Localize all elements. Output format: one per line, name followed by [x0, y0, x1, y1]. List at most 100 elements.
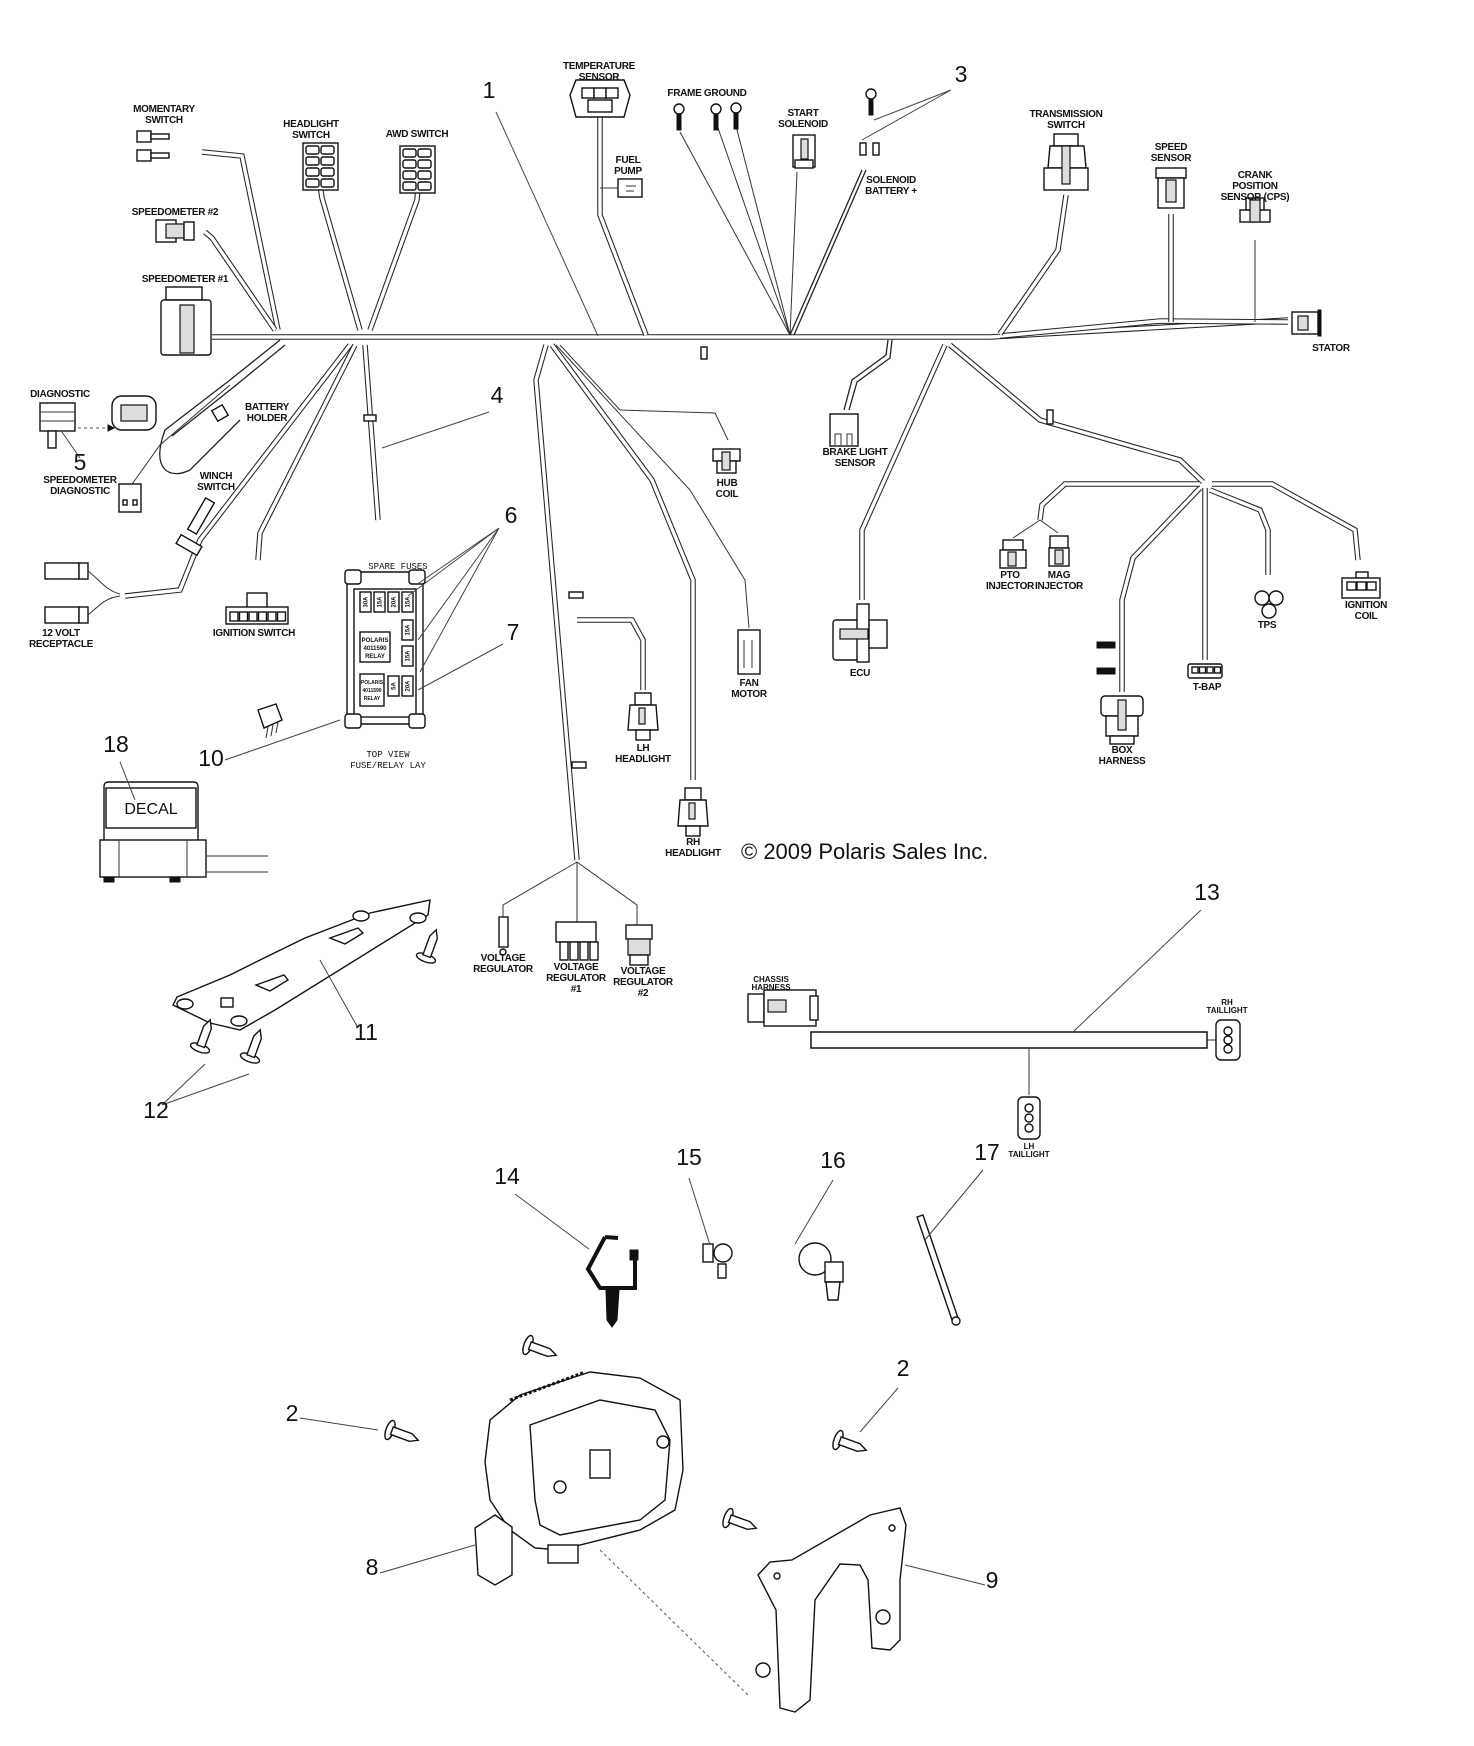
mag-injector-connector[interactable] [1048, 535, 1070, 567]
label-ignition-coil-line-1: IGNITION [1345, 600, 1387, 611]
chassis-harness-item-13[interactable] [747, 989, 1241, 1140]
voltage-regulator-connector[interactable] [498, 916, 509, 956]
push-rivet[interactable] [415, 926, 445, 965]
label-chassis-harness-line-1: CHASSIS [753, 975, 789, 984]
harness-clip-item-16[interactable] [798, 1242, 844, 1301]
hub-coil-connector[interactable] [712, 448, 741, 474]
push-rivets-item-2[interactable] [383, 1334, 870, 1537]
callout-15: 15 [676, 1144, 702, 1170]
ignition-terminal [229, 611, 239, 622]
cable-tie-item-4[interactable] [363, 414, 377, 422]
speedometer-2-connector[interactable] [155, 219, 195, 243]
speedometer-1-connector[interactable] [160, 286, 212, 356]
callout-18: 18 [103, 731, 129, 757]
engine-sub-harness-wires [1012, 481, 1361, 692]
label-fuse-box-view-line-1: TOP VIEW [366, 750, 410, 760]
mounting-plate-item-11[interactable] [172, 899, 431, 1031]
momentary-switch-connector[interactable] [136, 130, 170, 162]
ignition-coil-connector[interactable] [1341, 571, 1381, 599]
lh-headlight-connector[interactable] [627, 692, 659, 741]
battery-holder-clip[interactable] [210, 403, 230, 423]
fuse[interactable] [373, 591, 386, 613]
label-ignition-switch-line-1: IGNITION SWITCH [213, 628, 295, 639]
12-volt-receptacle-connectors[interactable] [44, 562, 121, 624]
winch-switch-connector[interactable] [175, 496, 216, 557]
label-mag-injector-line-2: INJECTOR [1035, 581, 1084, 592]
label-battery-holder-line-2: HOLDER [247, 413, 289, 424]
callout-13: 13 [1194, 879, 1220, 905]
frame-ground-terminals[interactable] [673, 102, 742, 131]
label-voltage-regulator-2-line-3: #2 [638, 988, 649, 999]
label-winch-switch-line-2: SWITCH [197, 482, 235, 493]
ignition-switch-connector[interactable] [225, 592, 289, 625]
push-rivet[interactable] [721, 1507, 760, 1537]
switch-terminal [402, 148, 417, 158]
crank-position-sensor-connector[interactable] [1239, 197, 1271, 223]
voltage-regulator-1-connector[interactable] [555, 921, 599, 961]
solenoid-battery-terminals[interactable] [859, 88, 880, 156]
label-volt12-receptacle-line-2: RECEPTACLE [29, 639, 94, 650]
box-harness-connector[interactable] [1096, 641, 1144, 745]
awd-switch-connector[interactable] [399, 145, 436, 194]
fuse[interactable] [401, 619, 414, 641]
push-rivet[interactable] [831, 1429, 870, 1459]
fuse-rating: 15A [406, 624, 412, 636]
mounting-bracket-item-9[interactable] [755, 1507, 907, 1713]
fuse[interactable] [387, 675, 400, 697]
edge-clip-item-14[interactable] [585, 1235, 639, 1328]
switch-terminal [417, 181, 432, 191]
fuse-box-housing-item-8[interactable] [474, 1370, 749, 1696]
callout-9: 9 [986, 1567, 999, 1593]
fuse[interactable] [401, 645, 414, 667]
decal-item-18[interactable]: DECAL [99, 781, 268, 883]
label-voltage-regulator-line-1: VOLTAGE [481, 953, 526, 964]
push-rivet[interactable] [189, 1016, 219, 1055]
label-mag-injector-line-1: MAG [1048, 570, 1071, 581]
temperature-sensor-connector[interactable] [569, 79, 631, 118]
callout-5: 5 [74, 449, 87, 475]
push-rivet[interactable] [239, 1026, 269, 1065]
stator-connector[interactable] [1291, 309, 1322, 337]
fuse[interactable] [401, 591, 414, 613]
fuse[interactable] [387, 591, 400, 613]
pto-injector-connector[interactable] [999, 539, 1027, 569]
speed-sensor-connector[interactable] [1155, 167, 1187, 209]
push-rivets-item-12[interactable] [189, 926, 445, 1065]
transmission-switch-connector[interactable] [1043, 133, 1089, 191]
coil-terminal [1346, 581, 1357, 591]
main-harness-trunk[interactable] [212, 317, 1289, 340]
voltage-regulator-2-connector[interactable] [625, 924, 653, 966]
start-solenoid-connector[interactable] [792, 134, 816, 169]
callout-4: 4 [491, 382, 504, 408]
relay-item-10[interactable] [257, 703, 283, 739]
label-rh-headlight-line-1: RH [686, 837, 700, 848]
fuel-pump-connector[interactable] [617, 178, 643, 198]
label-solenoid-battery-line-2: BATTERY + [865, 186, 917, 197]
harness-tie-2 [571, 761, 587, 769]
harness-clip-item-15[interactable] [702, 1243, 733, 1279]
callout-16: 16 [820, 1147, 846, 1173]
headlight-switch-connector[interactable] [302, 142, 339, 191]
brake-light-sensor-connector[interactable] [829, 413, 859, 447]
cable-tie-item-17[interactable] [916, 1214, 961, 1326]
diagnostic-connector[interactable] [39, 395, 157, 449]
label-volt12-receptacle-line-1: 12 VOLT [42, 628, 80, 639]
coil-terminal [1356, 581, 1367, 591]
label-speedometer-2-line-1: SPEEDOMETER #2 [132, 207, 219, 218]
label-brake-light-sensor-line-2: SENSOR [835, 458, 877, 469]
fuse[interactable] [359, 591, 372, 613]
label-rh-taillight-line-1: RH [1221, 998, 1233, 1007]
fan-motor-connector[interactable] [737, 629, 761, 675]
t-bap-connector[interactable] [1187, 663, 1223, 679]
callout-17: 17 [974, 1139, 1000, 1165]
push-rivet[interactable] [521, 1334, 560, 1364]
ecu-connector[interactable] [832, 603, 888, 663]
tps-connector[interactable] [1254, 590, 1284, 619]
rh-headlight-connector[interactable] [677, 787, 709, 837]
push-rivet[interactable] [383, 1419, 422, 1449]
speedometer-diagnostic-connector[interactable] [118, 483, 142, 513]
tbap-terminal [1213, 666, 1222, 674]
label-pto-injector-line-1: PTO [1000, 570, 1020, 581]
fuse[interactable] [401, 675, 414, 697]
